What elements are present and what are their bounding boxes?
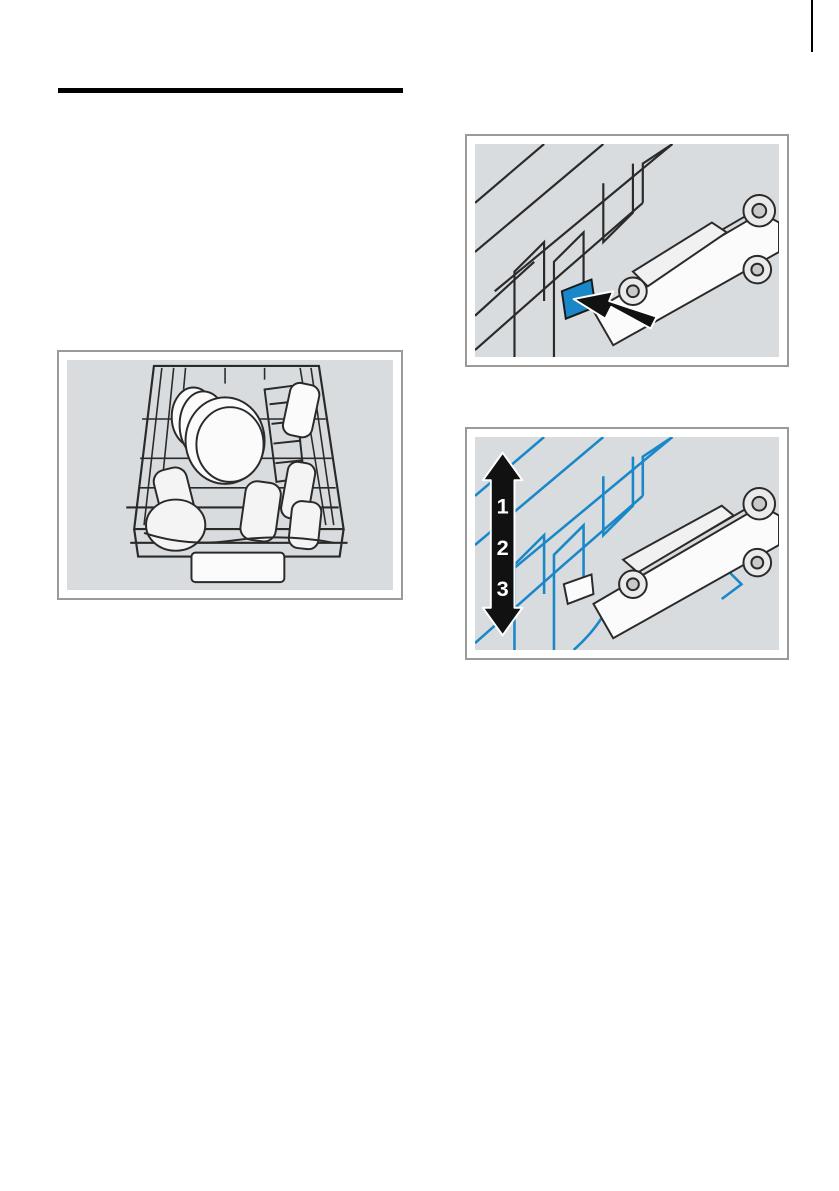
level-1-label: 1 [497, 494, 509, 519]
page-corner-mark [811, 0, 813, 52]
dish-basket-illustration [67, 360, 393, 590]
figure-rack-release-lever [465, 134, 789, 367]
level-2-label: 2 [497, 535, 509, 560]
rack-release-lever-illustration [475, 144, 779, 357]
figure-rack-height-adjust: 1 2 3 [465, 427, 789, 660]
section-heading-rule [58, 88, 403, 93]
figure-dish-basket [57, 350, 403, 600]
level-3-label: 3 [497, 576, 509, 601]
rack-height-adjust-illustration: 1 2 3 [475, 437, 779, 650]
